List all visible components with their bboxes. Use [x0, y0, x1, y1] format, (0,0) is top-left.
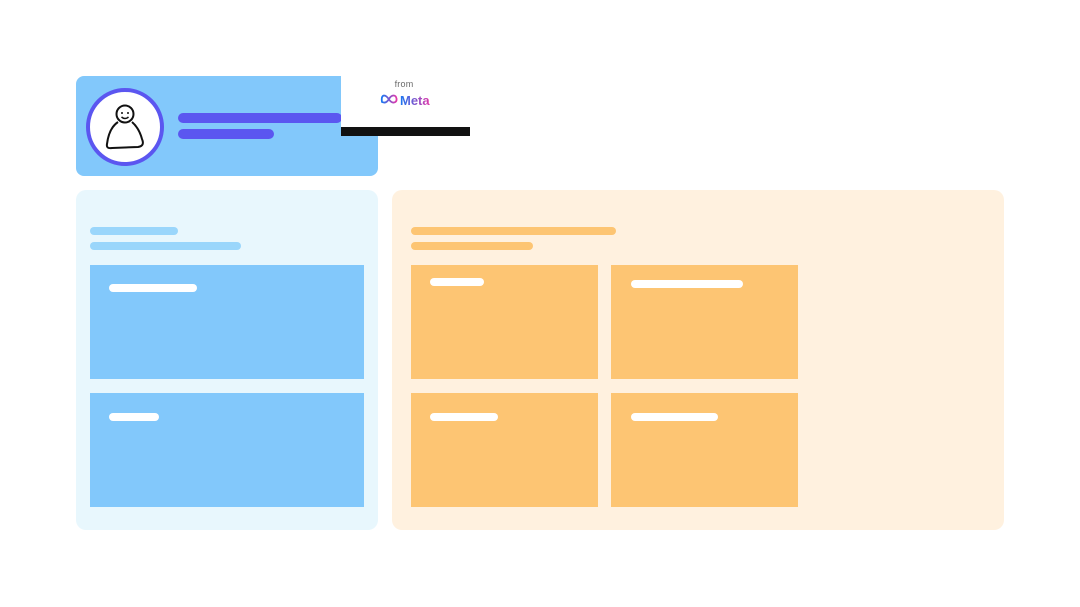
blue-card[interactable]: [90, 393, 364, 507]
orange-card[interactable]: [411, 393, 598, 507]
left-panel-title-placeholder: [90, 227, 178, 235]
brand-underline-bar: [341, 127, 470, 136]
profile-name-placeholder: [178, 113, 342, 123]
right-panel-title-placeholder: [411, 227, 616, 235]
right-panel-subtitle-placeholder: [411, 242, 533, 250]
meta-logo: Meta: [380, 92, 430, 108]
orange-card-label-placeholder: [430, 413, 498, 421]
brand-name: Meta: [400, 92, 430, 108]
blue-card-label-placeholder: [109, 284, 197, 292]
blue-card[interactable]: [90, 265, 364, 379]
meta-infinity-icon: [380, 91, 398, 109]
orange-card-label-placeholder: [631, 280, 743, 288]
orange-card[interactable]: [611, 393, 798, 507]
brand-from-text: from: [394, 79, 414, 89]
profile-subtitle-placeholder: [178, 129, 274, 139]
branding-box: [341, 74, 471, 130]
person-avatar-icon: [86, 88, 164, 166]
orange-card-label-placeholder: [631, 413, 718, 421]
blue-card-label-placeholder: [109, 413, 159, 421]
orange-card-label-placeholder: [430, 278, 484, 286]
left-panel-subtitle-placeholder: [90, 242, 241, 250]
